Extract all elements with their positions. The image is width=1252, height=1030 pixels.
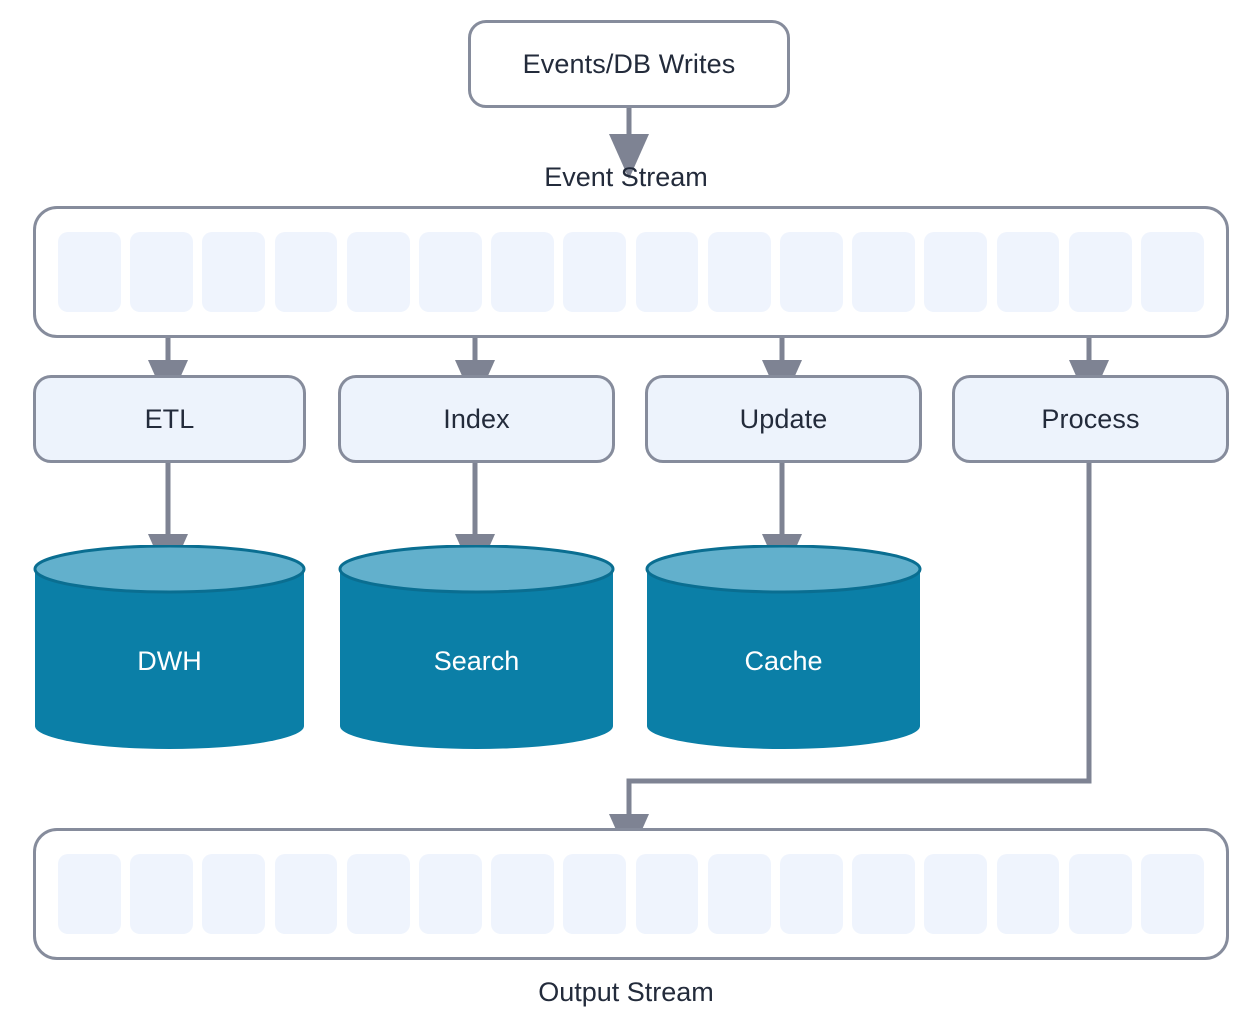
consumer-box-update[interactable]: Update: [645, 375, 922, 463]
consumer-box-update-label: Update: [739, 403, 828, 434]
consumer-box-process[interactable]: Process: [952, 375, 1229, 463]
consumer-box-index-label: Index: [443, 403, 510, 434]
output-stream-segment: [58, 854, 121, 934]
event-stream-segment: [491, 232, 555, 312]
event-stream-segment: [852, 232, 916, 312]
consumer-box-etl[interactable]: ETL: [33, 375, 306, 463]
output-stream-segment: [707, 854, 771, 934]
output-stream-segment: [346, 854, 410, 934]
cylinder-shape-search: [338, 544, 615, 749]
source-box-events-db-writes[interactable]: Events/DB Writes: [468, 20, 790, 108]
event-stream-segment: [202, 232, 266, 312]
output-stream-bar[interactable]: [33, 828, 1229, 960]
datastore-cylinder-cache[interactable]: Cache: [645, 544, 922, 750]
consumer-box-process-label: Process: [1041, 403, 1140, 434]
event-stream-segment: [924, 232, 988, 312]
output-stream-segment: [202, 854, 266, 934]
output-stream-segment: [274, 854, 338, 934]
output-stream-caption: Output Stream: [538, 977, 714, 1007]
consumer-box-etl-label: ETL: [144, 403, 195, 434]
output-stream-segment: [491, 854, 555, 934]
output-stream-segment: [996, 854, 1060, 934]
cylinder-shape-cache: [645, 544, 922, 749]
event-stream-segment: [274, 232, 338, 312]
output-stream-segment: [1141, 854, 1204, 934]
datastore-cylinder-search[interactable]: Search: [338, 544, 615, 750]
output-stream-segment: [419, 854, 482, 934]
output-stream-segment: [780, 854, 843, 934]
event-stream-segment: [1141, 232, 1204, 312]
event-stream-segment: [130, 232, 194, 312]
event-stream-segment: [58, 232, 121, 312]
event-stream-segment: [780, 232, 843, 312]
event-stream-segment: [996, 232, 1060, 312]
output-stream-segment: [563, 854, 627, 934]
event-stream-caption: Event Stream: [544, 162, 708, 192]
flow-process-to-output-stream: [609, 463, 1092, 859]
event-stream-segment: [707, 232, 771, 312]
cylinder-shape-dwh: [33, 544, 306, 749]
event-stream-segment: [635, 232, 699, 312]
output-stream-segment: [852, 854, 916, 934]
event-stream-segment: [1068, 232, 1132, 312]
consumer-box-index[interactable]: Index: [338, 375, 615, 463]
event-stream-segment: [419, 232, 482, 312]
output-stream-segment: [635, 854, 699, 934]
source-box-label: Events/DB Writes: [522, 48, 736, 79]
datastore-cylinder-dwh[interactable]: DWH: [33, 544, 306, 750]
event-stream-segment: [563, 232, 627, 312]
output-stream-segment: [924, 854, 988, 934]
event-stream-bar[interactable]: [33, 206, 1229, 338]
output-stream-segment: [130, 854, 194, 934]
output-stream-segment: [1068, 854, 1132, 934]
event-stream-segment: [346, 232, 410, 312]
